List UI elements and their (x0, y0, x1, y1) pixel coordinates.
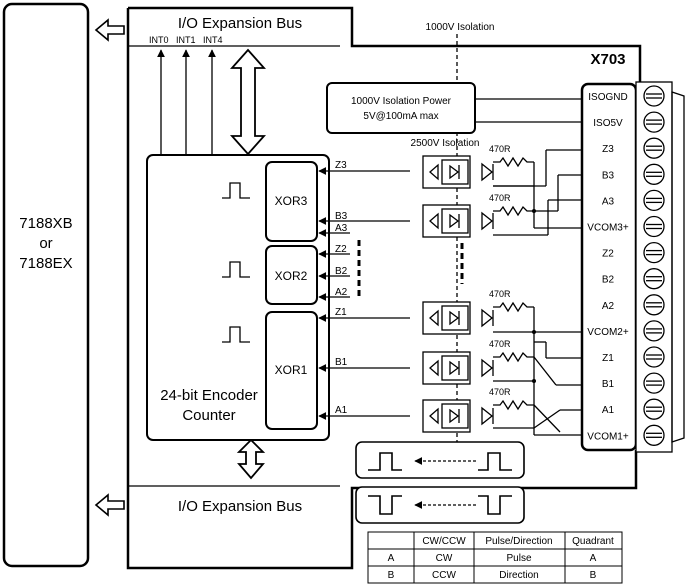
table-cell: B (388, 570, 395, 581)
pulse-icon-xor2 (222, 261, 250, 278)
optocoupler-b3 (422, 204, 494, 238)
signal-z2-label: Z2 (335, 244, 347, 255)
screw-terminal-icon (643, 320, 665, 342)
optocoupler-z1 (422, 301, 494, 335)
table-header-2: Pulse/Direction (485, 536, 552, 547)
xor3-label: XOR3 (275, 194, 308, 208)
screw-terminal-icon (643, 85, 665, 107)
host-controller-block: 7188XB or 7188EX (2, 2, 90, 568)
screw-terminal-icon (643, 372, 665, 394)
counter-label-1: 24-bit Encoder (160, 387, 258, 404)
optocoupler-b1 (422, 351, 494, 385)
screw-terminal-icon (643, 424, 665, 446)
resistor-label-b1: 470R (489, 339, 511, 349)
bus-top-arrow-icon (94, 18, 125, 42)
screw-terminal-icon (643, 163, 665, 185)
signal-z3-label: Z3 (335, 160, 347, 171)
optocoupler-a1 (422, 399, 494, 433)
connector-wiring (493, 149, 582, 436)
connector-pin-label: B2 (602, 275, 615, 286)
connector-pin-label: Z1 (602, 353, 614, 364)
pulse-icon-xor1 (222, 326, 250, 343)
table-cell: CCW (432, 570, 456, 581)
signal-lines (318, 167, 410, 420)
screw-terminal-icon (643, 398, 665, 420)
connector-pin-label: ISOGND (588, 92, 627, 103)
bus-bottom-arrow-icon (94, 493, 125, 517)
waveform-box-top (355, 441, 525, 479)
table-cell: A (388, 553, 395, 564)
xor1-label: XOR1 (275, 363, 308, 377)
signal-a2-label: A2 (335, 287, 348, 298)
screw-terminal-icon (643, 346, 665, 368)
screw-terminal-icon (643, 241, 665, 264)
signal-z1-label: Z1 (335, 307, 347, 318)
connector-pin-label: VCOM3+ (587, 223, 629, 234)
host-label-3: 7188EX (19, 255, 72, 272)
connector-pin-label: B1 (602, 379, 615, 390)
table-header-3: Quadrant (572, 536, 614, 547)
connector-pin-label: VCOM2+ (587, 327, 629, 338)
connector-pin-label: ISO5V (593, 118, 623, 129)
screw-terminal-icon (643, 268, 665, 290)
signal-b1-label: B1 (335, 357, 348, 368)
resistor-label-z1: 470R (489, 289, 511, 299)
connector-x703 (580, 81, 685, 453)
table-cell: A (590, 553, 597, 564)
isolation-power-box: 1000V Isolation Power 5V@100mA max (326, 82, 476, 134)
screw-terminal-icon (643, 137, 665, 159)
resistors (493, 156, 534, 411)
resistor-label-a1: 470R (489, 387, 511, 397)
screw-terminal-icon (643, 111, 665, 133)
signal-b3-label: B3 (335, 211, 348, 222)
xor1-block: XOR1 (265, 311, 318, 430)
bus-top-label: I/O Expansion Bus (178, 15, 302, 32)
bus-data-arrow-top-icon (229, 48, 267, 156)
table-cell: Direction (499, 570, 538, 581)
connector-pin-label: A2 (602, 301, 615, 312)
counter-label-2: Counter (182, 407, 235, 424)
table-cell: Pulse (506, 553, 531, 564)
screw-terminal-icon (643, 215, 665, 238)
resistor-label-b3: 470R (489, 193, 511, 203)
connector-pin-label: A3 (602, 196, 615, 207)
power-label-1: 1000V Isolation Power (351, 96, 452, 107)
connector-pin-label: Z2 (602, 249, 614, 260)
connector-pin-label: VCOM1+ (587, 431, 629, 442)
bus-bottom-label: I/O Expansion Bus (178, 498, 302, 515)
connector-title: X703 (590, 51, 625, 68)
screw-terminal-icon (643, 189, 665, 212)
connector-pin-label: Z3 (602, 144, 614, 155)
xor2-label: XOR2 (275, 269, 308, 283)
isolation-2500-label: 2500V Isolation (411, 138, 480, 149)
power-label-2: 5V@100mA max (363, 111, 438, 122)
pulse-icon-xor3 (222, 182, 250, 199)
connector-pin-label: A1 (602, 405, 615, 416)
host-label-1: 7188XB (19, 215, 72, 232)
signal-b2-label: B2 (335, 266, 348, 277)
resistor-label-z3: 470R (489, 144, 511, 154)
int0-label: INT0 (149, 35, 169, 45)
table-cell: CW (436, 553, 453, 564)
mode-table: CW/CCW Pulse/Direction Quadrant A CW Pul… (367, 531, 623, 584)
opto-couplers (422, 155, 494, 433)
int4-label: INT4 (203, 35, 223, 45)
module-outline (126, 6, 642, 570)
xor2-block: XOR2 (265, 245, 318, 305)
screw-terminal-icon (643, 294, 665, 316)
table-cell: B (590, 570, 597, 581)
host-label-2: or (39, 235, 52, 252)
signal-a3-label: A3 (335, 223, 348, 234)
bus-data-arrow-bottom-icon (236, 438, 266, 480)
connector-pin-label: B3 (602, 170, 615, 181)
table-header-1: CW/CCW (422, 536, 466, 547)
isolation-1000-label: 1000V Isolation (426, 22, 495, 33)
waveform-box-bottom (355, 486, 525, 524)
int1-label: INT1 (176, 35, 196, 45)
signal-a1-label: A1 (335, 405, 348, 416)
xor3-block: XOR3 (265, 161, 318, 242)
optocoupler-z3 (422, 155, 494, 189)
